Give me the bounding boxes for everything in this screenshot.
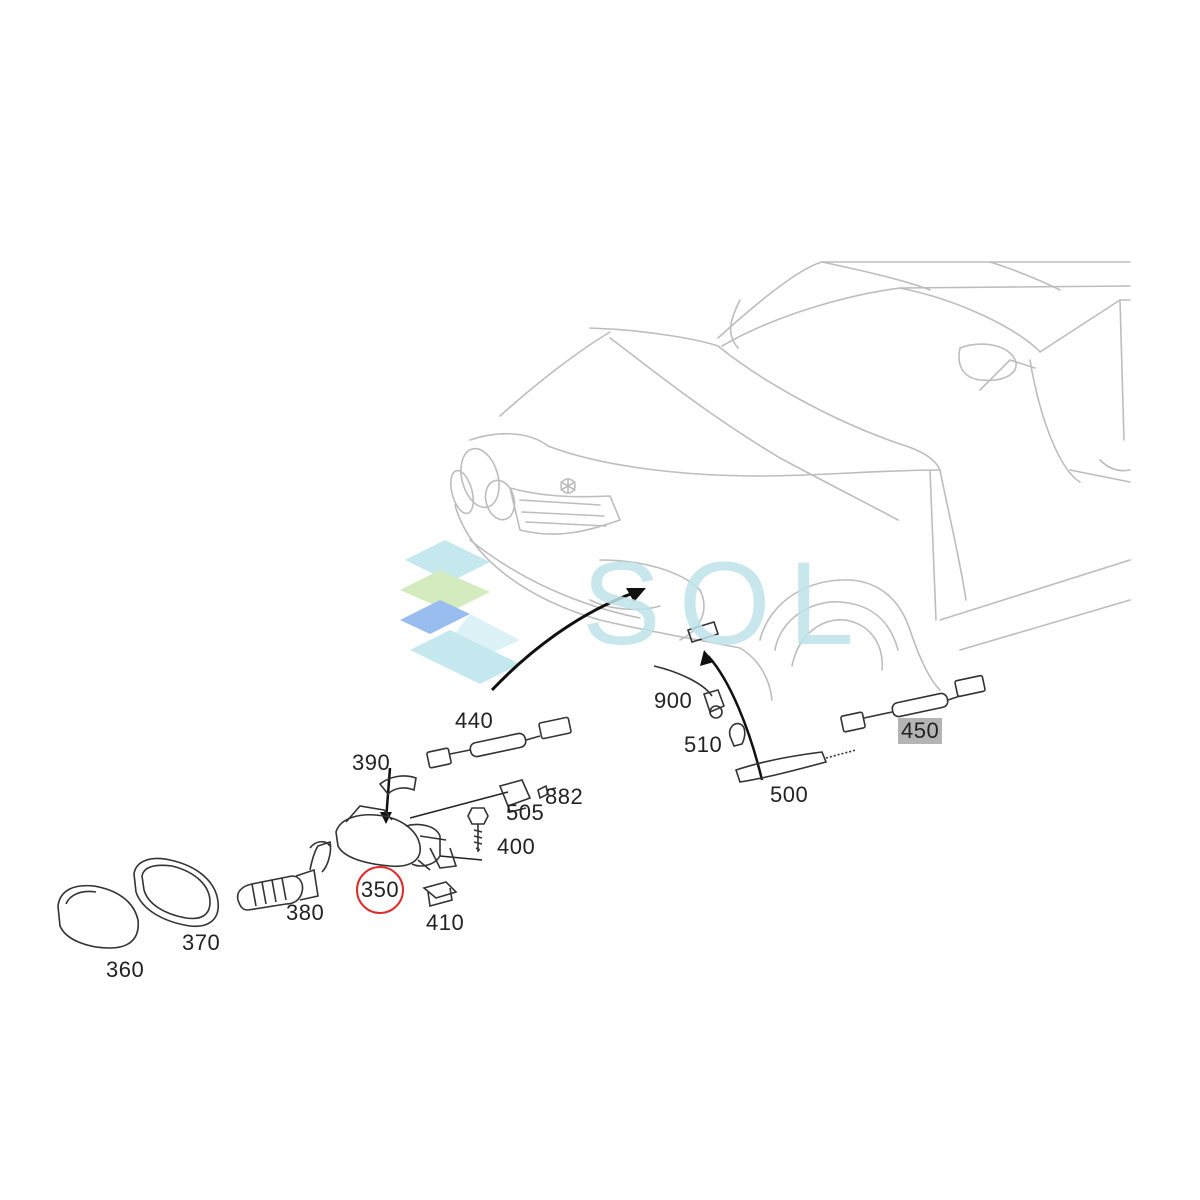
clip-390 (378, 775, 417, 796)
screw-400 (467, 807, 489, 852)
fog-lamp-assembly (335, 805, 458, 871)
label-900: 900 (654, 688, 693, 713)
arrow-to-foglamp (490, 590, 637, 692)
label-380: 380 (286, 900, 325, 925)
label-510: 510 (684, 732, 723, 757)
label-370: 370 (182, 930, 221, 955)
pin-882 (537, 784, 557, 800)
label-440: 440 (455, 708, 494, 733)
label-500: 500 (770, 782, 809, 807)
sol-logo-icon (400, 540, 520, 684)
nut-clip-410 (422, 881, 458, 908)
label-450-highlighted: 450 (898, 718, 943, 744)
arrowhead-side-marker (700, 650, 714, 666)
watermark-text: SOL (582, 538, 873, 670)
label-882: 882 (545, 784, 584, 809)
connector-505 (498, 779, 532, 813)
label-350-circled: 350 (356, 866, 404, 914)
label-360: 360 (106, 957, 145, 982)
arrowhead-foglamp (626, 588, 646, 602)
bulb-h11 (236, 840, 332, 911)
leader-lines (409, 791, 509, 861)
socket-900 (653, 665, 726, 719)
harness-450 (840, 674, 986, 733)
label-400: 400 (497, 834, 536, 859)
lens-360 (57, 884, 139, 949)
gasket-370 (133, 857, 219, 928)
label-505: 505 (506, 800, 545, 825)
bulb-510 (728, 722, 746, 747)
label-410: 410 (426, 910, 465, 935)
car-outline (449, 261, 1131, 701)
label-390: 390 (352, 750, 391, 775)
side-marker-500 (686, 621, 857, 783)
harness-440 (426, 716, 572, 769)
